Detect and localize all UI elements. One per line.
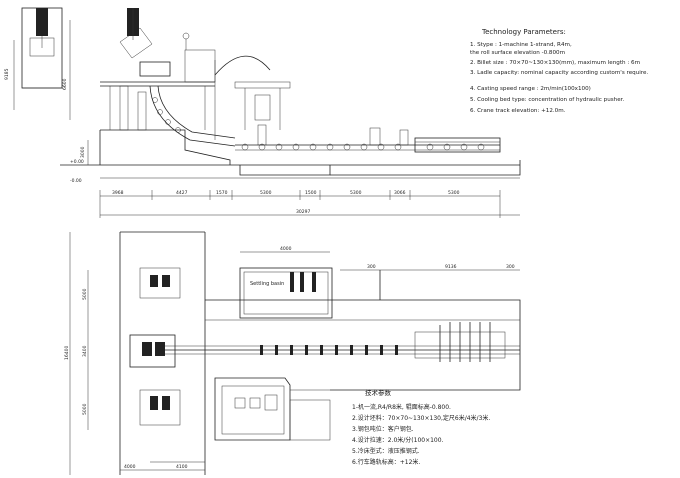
- tech-params-en: Technology Parameters: 1. Stype : 1-mach…: [470, 28, 648, 114]
- dim-elev-total: 30297: [296, 209, 310, 215]
- level-9185: 9185: [4, 68, 10, 80]
- plan-view: 4000 300 9136 300 Settling basin: [64, 231, 521, 475]
- tech-param-cn-6: 6.行车路轨标高：+12米.: [352, 458, 420, 466]
- dim-elev-3: 5300: [260, 190, 272, 196]
- ladle-turret-front: [127, 8, 139, 40]
- tech-param-cn-3: 3.钢包吨位：客户钢包.: [352, 425, 414, 433]
- elevation-view: 3968 4427 1570 5300 1500 5300 3066 5300 …: [4, 7, 521, 218]
- tech-params-cn-title: 技术参数: [365, 388, 392, 397]
- ladle-turret-side: [21, 7, 63, 89]
- turret-station-top: [139, 267, 181, 299]
- dim-elev-2: 1570: [216, 190, 228, 196]
- dim-elev-0: 3968: [112, 190, 124, 196]
- tech-params-cn: 技术参数 1-机一流,R4/R8米, 辊面标高-0.800. 2.设计坯料：70…: [352, 388, 490, 466]
- elevation-dim-ticks: [99, 190, 501, 218]
- tech-param-cn-5: 5.冷床型式：液压推钢式.: [352, 447, 420, 455]
- level-zero-b: -0.00: [70, 178, 82, 184]
- plan-dim-top-0: 4000: [280, 246, 292, 252]
- tech-param-1b: the roll surface elevation -0.800m: [470, 50, 565, 56]
- plan-dim-left-2: 5000: [82, 403, 88, 415]
- dim-elev-7: 5300: [448, 190, 460, 196]
- control-room: [214, 377, 331, 441]
- tech-param-5: 5. Cooling bed type: concentration of hy…: [470, 97, 624, 103]
- tech-param-1: 1. Stype : 1-machine 1-strand, R4m,: [470, 42, 572, 48]
- plan-cooling-bed: [414, 322, 506, 362]
- withdrawal-stand: [234, 81, 291, 130]
- plan-dim-left-1: 3400: [82, 345, 88, 357]
- tech-param-cn-4: 4.设计拉速：2.0米/分(100×100.: [352, 436, 444, 444]
- plan-dim-left-0: 5000: [82, 288, 88, 300]
- tech-param-3: 3. Ladle capacity: nominal capacity acco…: [470, 70, 648, 76]
- tech-params-title: Technology Parameters:: [481, 28, 566, 36]
- dim-elev-1: 4427: [176, 190, 188, 196]
- plan-dim-bottom-1: 4100: [176, 464, 188, 470]
- dim-elev-5: 5300: [350, 190, 362, 196]
- tech-param-cn-1: 1-机一流,R4/R8米, 辊面标高-0.800.: [352, 403, 451, 411]
- caster-platform: [100, 27, 236, 147]
- settling-basin-label: Settling basin: [250, 281, 284, 287]
- level-6600: 6600: [62, 78, 68, 90]
- plan-dim-top-2: 9136: [445, 264, 457, 270]
- plan-roller-table: [260, 345, 398, 355]
- level-3000: 3000: [80, 146, 86, 158]
- turret-station-bottom: [139, 389, 181, 426]
- tech-param-2: 2. Billet size : 70×70~130×130(mm), maxi…: [470, 60, 640, 66]
- plan-dim-top-1: 300: [367, 264, 376, 270]
- tech-param-cn-2: 2.设计坯料：70×70~130×130,定尺6米/4米/3米.: [352, 414, 490, 422]
- plan-dim-bottom-0: 4000: [124, 464, 136, 470]
- roller-table: [241, 143, 485, 151]
- level-zero-a: +0.00: [70, 159, 84, 165]
- tech-param-6: 6. Crane track elevation: +12.0m.: [470, 108, 566, 114]
- tech-param-4: 4. Casting speed range : 2m/min(100x100): [470, 86, 591, 92]
- dim-elev-4: 1500: [305, 190, 317, 196]
- turret-station-middle: [129, 334, 176, 368]
- settling-basin: [239, 267, 333, 319]
- dim-elev-6: 3066: [394, 190, 406, 196]
- plan-dim-left-total: 16400: [64, 346, 70, 360]
- plan-dim-top-3: 300: [506, 264, 515, 270]
